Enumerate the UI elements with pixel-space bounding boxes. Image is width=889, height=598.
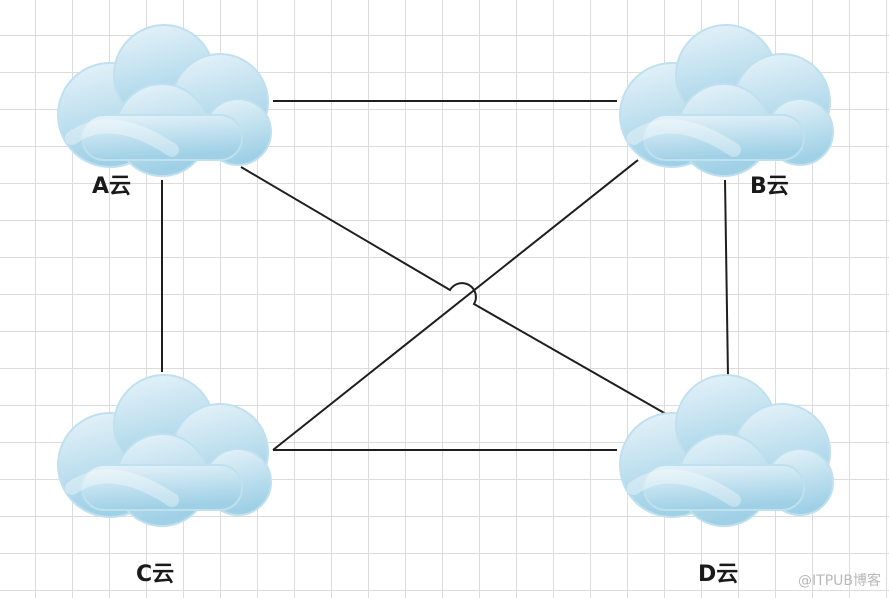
cloud-a[interactable] [58, 25, 271, 176]
node-label-d: D云 [698, 562, 739, 587]
node-label-c: C云 [136, 562, 175, 587]
edge-b-d [724, 179, 729, 378]
cloud-d[interactable] [620, 375, 833, 526]
cloud-b[interactable] [620, 25, 833, 176]
node-label-b: B云 [750, 174, 789, 199]
node-label-a: A云 [92, 174, 132, 199]
edge-a-d [240, 166, 667, 415]
edge-b-c [272, 159, 639, 451]
watermark-text: @ITPUB博客 [798, 573, 881, 589]
cloud-c[interactable] [58, 375, 271, 526]
